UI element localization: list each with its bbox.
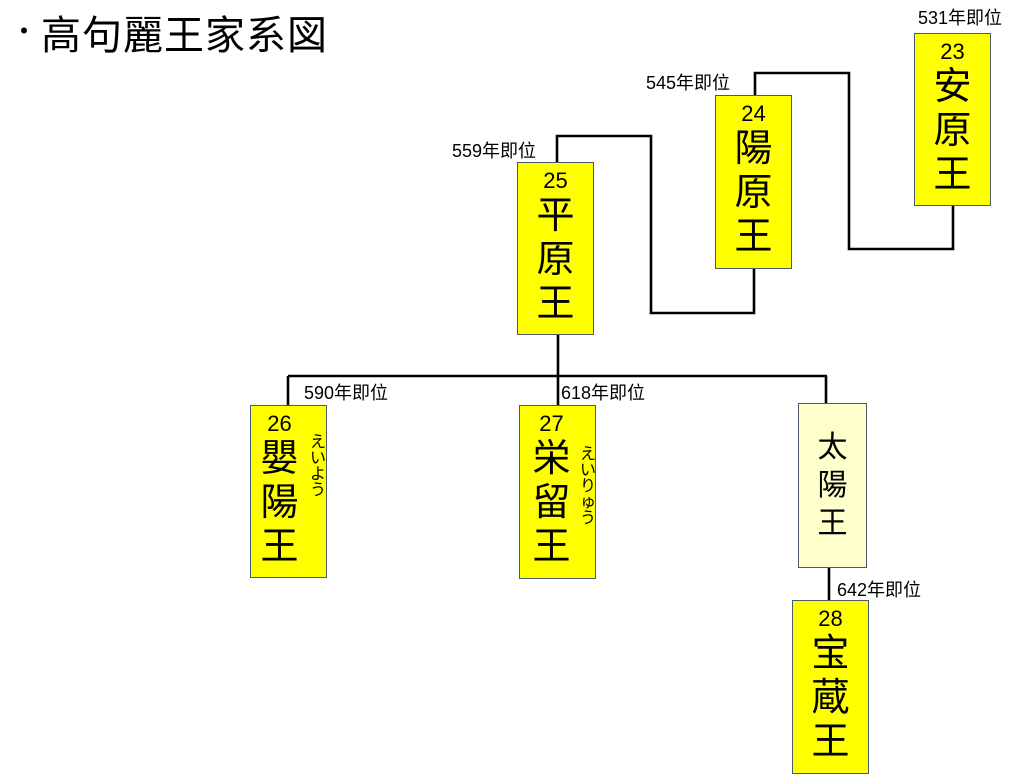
king-name: 栄留王 — [532, 436, 571, 568]
king-number: 25 — [543, 168, 568, 193]
accession-year-24: 545年即位 — [646, 73, 731, 93]
accession-year-28: 642年即位 — [837, 580, 922, 600]
king-box-24[interactable]: 24 陽原王 — [715, 95, 792, 269]
page-title: ・高句麗王家系図 — [10, 4, 328, 64]
king-name: 安原王 — [933, 64, 972, 196]
king-number: 23 — [940, 39, 965, 64]
accession-year-23: 531年即位 — [918, 8, 1003, 28]
king-name: 平原王 — [536, 193, 575, 325]
king-name: 宝蔵王 — [811, 631, 850, 763]
king-number: 28 — [818, 606, 843, 631]
king-name: 陽原王 — [734, 126, 773, 258]
accession-year-25: 559年即位 — [452, 141, 537, 161]
king-box-26[interactable]: 26 嬰陽王 — [250, 405, 327, 578]
connector-23-24 — [753, 71, 955, 251]
connector-24-25 — [555, 134, 756, 315]
title-bullet: ・ — [10, 15, 40, 48]
king-box-25[interactable]: 25 平原王 — [517, 162, 594, 335]
non-king-box-taiyang[interactable]: 太陽王 — [798, 403, 867, 568]
king-box-28[interactable]: 28 宝蔵王 — [792, 600, 869, 774]
king-reading-27: えいりゅう — [579, 444, 596, 527]
accession-year-26: 590年即位 — [304, 383, 389, 403]
non-king-name: 太陽王 — [817, 429, 848, 541]
king-number: 24 — [741, 101, 766, 126]
king-number: 26 — [267, 411, 292, 436]
king-box-23[interactable]: 23 安原王 — [914, 33, 991, 206]
king-box-27[interactable]: 27 栄留王 — [519, 405, 596, 579]
king-name: 嬰陽王 — [260, 436, 299, 568]
king-number: 27 — [539, 411, 564, 436]
title-text: 高句麗王家系図 — [41, 13, 329, 59]
accession-year-27: 618年即位 — [561, 383, 646, 403]
king-reading-26: えいよう — [309, 432, 326, 499]
